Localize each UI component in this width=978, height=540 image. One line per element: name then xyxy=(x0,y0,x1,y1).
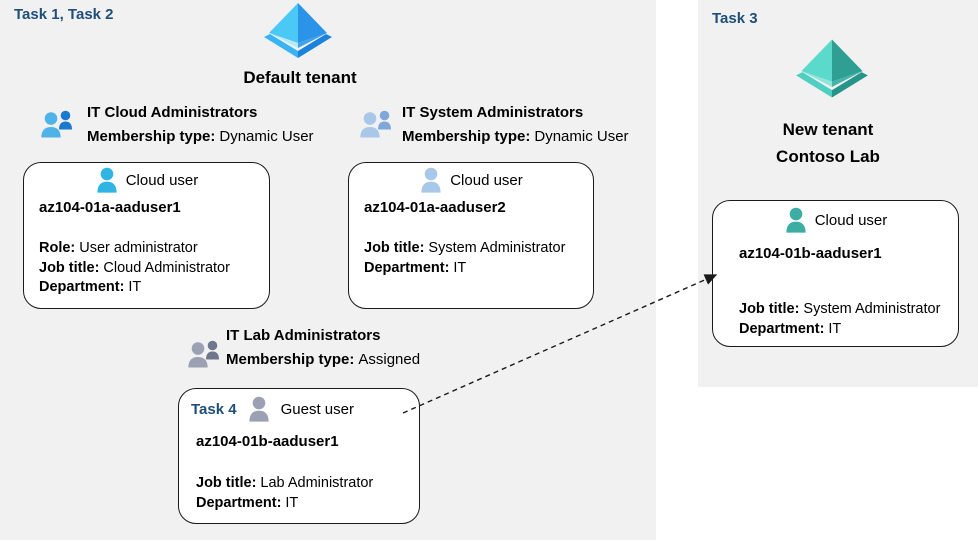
group-it-cloud-admins-membership: Membership type:Dynamic User xyxy=(87,128,314,145)
attribute-row: Job title:System Administrator xyxy=(364,239,565,259)
azure-ad-tenant-teal-icon xyxy=(796,39,868,98)
membership-type-value: Assigned xyxy=(358,351,421,368)
group-it-system-admins-membership: Membership type:Dynamic User xyxy=(402,128,629,145)
attr-label: Department: xyxy=(739,321,825,337)
attr-label: Job title: xyxy=(739,301,800,317)
attr-value: IT xyxy=(128,279,142,295)
new-tenant-person-icon xyxy=(786,207,806,233)
guest-user-name: az104-01b-aaduser1 xyxy=(196,433,339,450)
membership-type-label: Membership type: xyxy=(226,351,355,368)
attr-label: Department: xyxy=(196,495,282,511)
guest-user-card: Task 4 Guest user az104-01b-aaduser1 Job… xyxy=(178,388,420,524)
cloud-user-2-card: Cloud user az104-01a-aaduser2 Job title:… xyxy=(348,162,594,309)
new-tenant-title-line2: Contoso Lab xyxy=(776,147,880,166)
cloud-user-1-person-icon xyxy=(97,167,117,193)
attr-value: System Administrator xyxy=(428,240,566,256)
group-it-system-admins-icon xyxy=(359,110,391,139)
attr-value: Cloud Administrator xyxy=(103,259,230,276)
guest-user-attributes: Job title:Lab Administrator Department:I… xyxy=(196,473,373,513)
group-it-cloud-admins-icon xyxy=(40,110,72,139)
membership-type-label: Membership type: xyxy=(402,128,531,145)
attr-value: IT xyxy=(453,259,467,276)
attr-value: IT xyxy=(285,495,299,511)
guest-user-header: Task 4 Guest user xyxy=(179,396,419,422)
guest-user-person-icon xyxy=(248,396,269,422)
cloud-user-2-person-icon xyxy=(421,167,441,193)
azure-ad-tenant-blue-icon xyxy=(264,3,332,58)
group-it-system-admins-title: IT System Administrators xyxy=(402,104,584,121)
new-tenant-user-name: az104-01b-aaduser1 xyxy=(739,245,882,262)
attr-label: Department: xyxy=(39,279,125,295)
group-it-cloud-admins-title: IT Cloud Administrators xyxy=(87,104,258,121)
cloud-user-2-name: az104-01a-aaduser2 xyxy=(364,199,506,216)
attr-label: Job title: xyxy=(364,240,425,256)
attr-value: System Administrator xyxy=(803,301,941,317)
attr-label: Job title: xyxy=(196,475,257,491)
attr-value: User administrator xyxy=(79,240,198,256)
attribute-row: Job title:Lab Administrator xyxy=(196,473,373,493)
attribute-row: Job title:Cloud Administrator xyxy=(39,259,230,279)
cloud-user-2-header: Cloud user xyxy=(349,167,593,193)
task-1-2-label: Task 1, Task 2 xyxy=(14,6,114,23)
cloud-user-2-type-label: Cloud user xyxy=(450,171,523,189)
attribute-row: Job title:System Administrator xyxy=(739,299,940,319)
attribute-row: Role:User administrator xyxy=(39,239,230,259)
new-tenant-cloud-user-card: Cloud user az104-01b-aaduser1 Job title:… xyxy=(712,200,959,347)
task-4-label: Task 4 xyxy=(191,400,237,418)
attr-label: Job title: xyxy=(39,259,100,276)
membership-type-value: Dynamic User xyxy=(534,128,629,145)
membership-type-value: Dynamic User xyxy=(219,128,314,145)
new-tenant-title: New tenant Contoso Lab xyxy=(738,116,918,170)
cloud-user-1-name: az104-01a-aaduser1 xyxy=(39,199,181,216)
membership-type-label: Membership type: xyxy=(87,128,216,145)
attribute-row: Department:IT xyxy=(739,319,940,339)
new-tenant-title-line1: New tenant xyxy=(782,120,874,139)
task-3-label: Task 3 xyxy=(712,10,758,27)
attr-value: IT xyxy=(828,321,842,337)
new-tenant-cloud-user-header: Cloud user xyxy=(713,207,958,233)
new-tenant-user-attributes: Job title:System Administrator Departmen… xyxy=(739,299,940,339)
cloud-user-1-attributes: Role:User administrator Job title:Cloud … xyxy=(39,239,230,298)
group-it-lab-admins-icon xyxy=(187,340,219,369)
new-tenant-user-type-label: Cloud user xyxy=(814,211,888,229)
attr-label: Role: xyxy=(39,240,76,256)
group-it-lab-admins-membership: Membership type:Assigned xyxy=(226,351,420,368)
attribute-row: Department:IT xyxy=(39,278,230,298)
attr-label: Department: xyxy=(364,259,450,276)
cloud-user-1-header: Cloud user xyxy=(24,167,269,193)
attribute-row: Department:IT xyxy=(364,259,565,279)
attr-value: Lab Administrator xyxy=(260,475,374,491)
guest-user-type-label: Guest user xyxy=(280,400,354,418)
cloud-user-1-type-label: Cloud user xyxy=(125,171,199,189)
attribute-row: Department:IT xyxy=(196,493,373,513)
group-it-lab-admins-title: IT Lab Administrators xyxy=(226,327,381,344)
cloud-user-1-card: Cloud user az104-01a-aaduser1 Role:User … xyxy=(23,162,270,309)
default-tenant-title: Default tenant xyxy=(243,68,357,87)
cloud-user-2-attributes: Job title:System Administrator Departmen… xyxy=(364,239,565,278)
